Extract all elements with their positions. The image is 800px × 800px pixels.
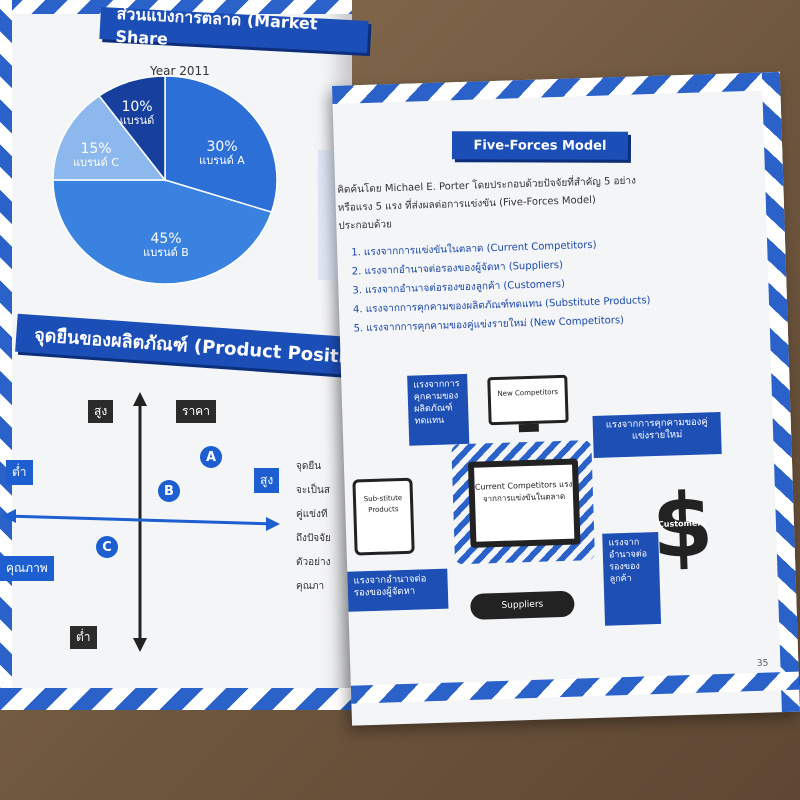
right-page: Five-Forces Model คิดค้นโดย Michael E. P… xyxy=(332,71,800,726)
bottom-stripe-border xyxy=(0,688,352,710)
slice-d-value: 10% xyxy=(121,99,153,115)
monitor-current-competitors: Current Competitors แรงจากการแข่งขันในตล… xyxy=(467,458,581,548)
horizontal-axis xyxy=(5,514,277,526)
slice-c-name: แบรนด์ C xyxy=(73,156,119,169)
five-forces-heading: Five-Forces Model xyxy=(451,131,629,160)
current-competitors-text: Current Competitors แรงจากการแข่งขันในตล… xyxy=(474,479,573,504)
slice-b-name: แบรนด์ B xyxy=(143,246,189,259)
slice-label-c: 15% แบรนด์ C xyxy=(66,142,126,170)
margin-line: ถึงปัจจัย xyxy=(296,533,331,544)
pie-slice-1 xyxy=(164,75,278,214)
slice-c-value: 15% xyxy=(80,141,112,157)
slice-label-d: 10% แบรนด์ xyxy=(112,100,162,128)
intro-text: คิดค้นโดย Michael E. Porter โดยประกอบด้ว… xyxy=(337,169,738,236)
page-number: 35 xyxy=(756,658,769,669)
supplier-power-box: แรงจากอำนาจต่อรองของผู้จัดหา xyxy=(347,568,449,612)
point-c: C xyxy=(96,536,118,558)
label-high-right: สูง xyxy=(254,468,280,493)
point-b: B xyxy=(158,480,180,502)
slice-label-a: 30% แบรนด์ A xyxy=(192,140,252,168)
slice-d-name: แบรนด์ xyxy=(119,114,155,127)
axis-arrow-up xyxy=(133,392,147,406)
slice-b-value: 45% xyxy=(150,231,182,247)
bottom-stripe-border xyxy=(350,671,800,704)
label-quality: คุณภาพ xyxy=(0,556,54,581)
pie-chart xyxy=(52,75,278,285)
axis-arrow-left xyxy=(2,509,16,523)
monitor-new-competitors: New Competitors xyxy=(487,374,569,426)
axis-arrow-right xyxy=(266,517,280,531)
point-a: A xyxy=(200,446,222,468)
pie-slice-2 xyxy=(52,179,273,285)
margin-line: จุดยืน xyxy=(296,461,322,472)
left-page: ส่วนแบ่งการตลาด (Market Share Year 2011 … xyxy=(0,0,371,710)
wrench-icon: Suppliers xyxy=(470,590,575,620)
axis-arrow-down xyxy=(133,638,147,652)
label-price: ราคา xyxy=(176,400,216,423)
margin-line: ตัวอย่าง xyxy=(296,557,331,568)
customers-label: Customers xyxy=(657,518,707,529)
substitute-threat-box: แรงจากการคุกคามของผลิตภัณฑ์ทดแทน xyxy=(407,373,470,446)
label-high-top: สูง xyxy=(88,400,114,423)
margin-line: คู่แข่งที xyxy=(296,509,328,520)
tablet-substitute: Sub-stitute Products xyxy=(352,477,415,556)
substitute-text: Sub-stitute Products xyxy=(363,494,403,515)
slice-a-value: 30% xyxy=(206,139,238,155)
left-stripe-border xyxy=(0,0,12,710)
label-low-bottom: ต่ำ xyxy=(70,626,97,649)
pie-slice-3 xyxy=(52,94,167,181)
customer-power-box: แรงจากอำนาจต่อรองของลูกค้า xyxy=(602,531,662,626)
margin-text: จุดยืน จะเป็นส คู่แข่งที ถึงปัจจัย ตัวอย… xyxy=(296,455,331,599)
pie-slice-4 xyxy=(98,75,166,183)
suppliers-label: Suppliers xyxy=(501,599,544,611)
new-threat-box: แรงจากการคุกคามของคู่แข่งรายใหม่ xyxy=(592,411,722,458)
market-share-heading: ส่วนแบ่งการตลาด (Market Share xyxy=(99,4,369,53)
positioning-map-axes xyxy=(2,392,280,652)
monitor-stand xyxy=(518,423,539,433)
margin-line: จะเป็นส xyxy=(296,485,330,496)
new-competitors-text: New Competitors xyxy=(497,388,559,398)
label-low-left: ต่ำ xyxy=(6,460,33,485)
chart-title: Year 2011 xyxy=(150,64,210,78)
slice-label-b: 45% แบรนด์ B xyxy=(126,232,206,260)
margin-line: คุณภา xyxy=(296,581,325,592)
forces-list: 1. แรงจากการแข่งขันในตลาด (Current Compe… xyxy=(351,231,754,339)
slice-a-name: แบรนด์ A xyxy=(199,154,245,167)
